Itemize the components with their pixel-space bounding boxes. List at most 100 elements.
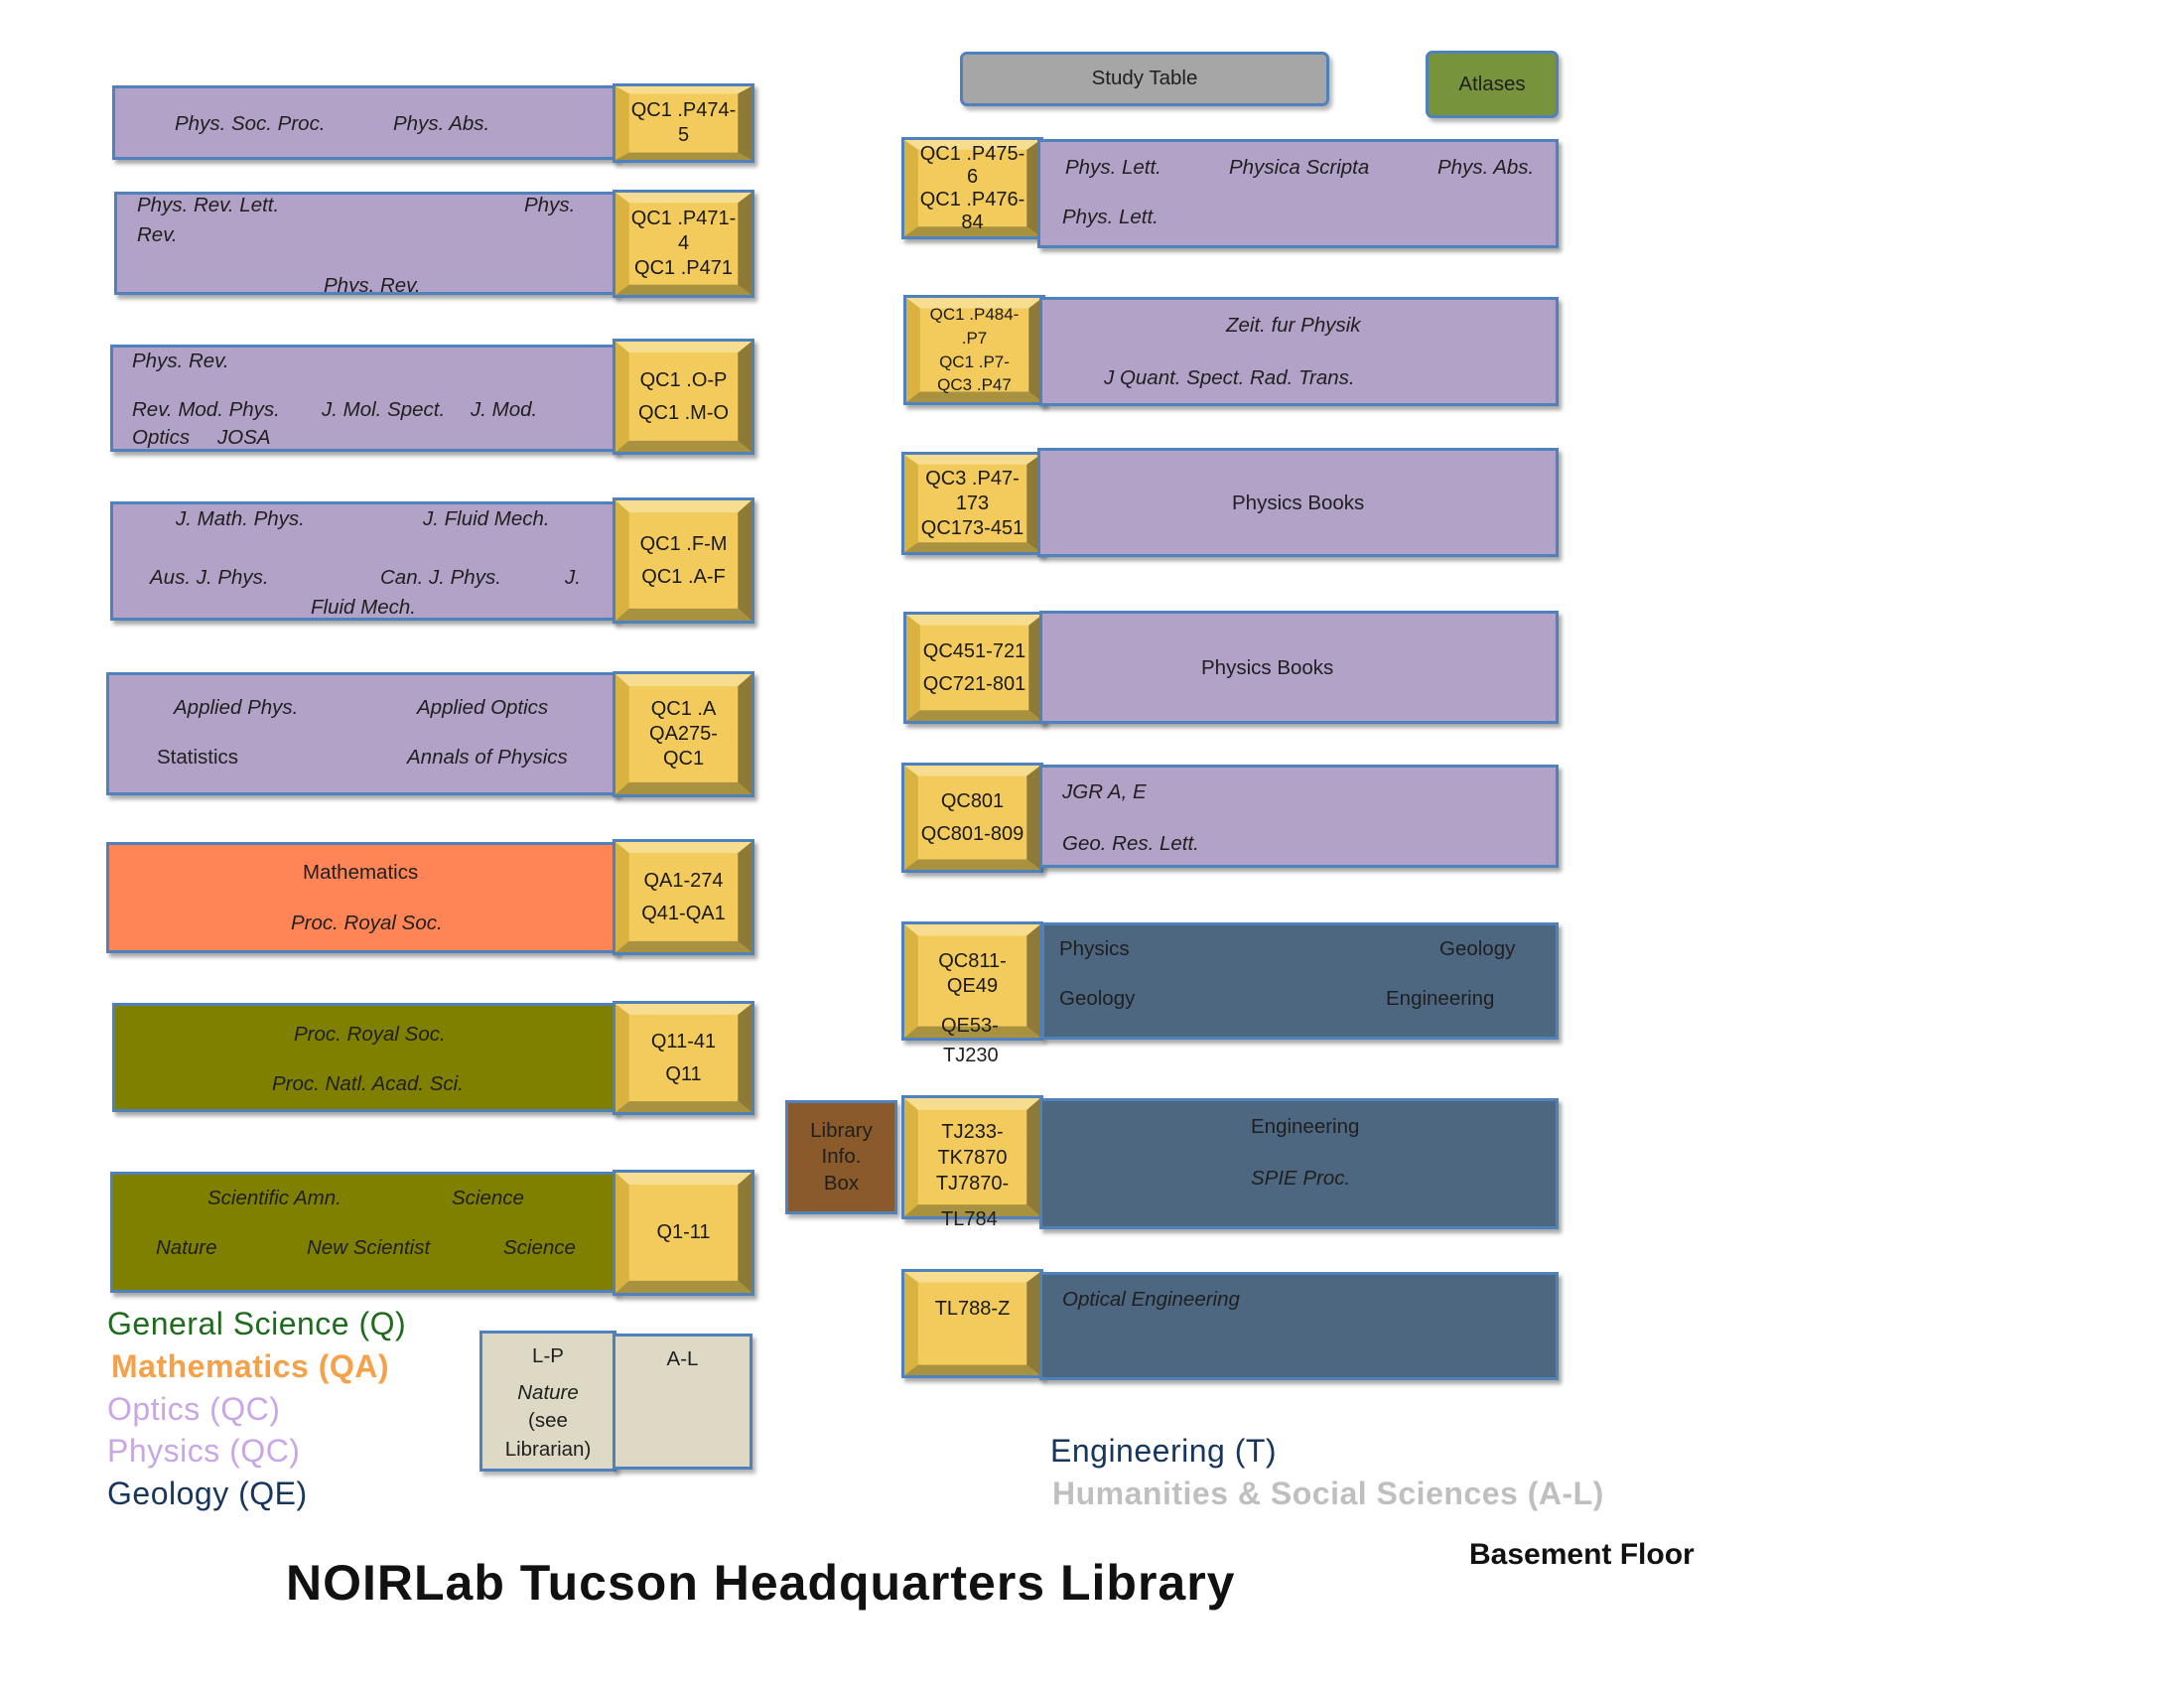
legend-humanities: Humanities & Social Sciences (A-L): [1052, 1476, 1604, 1511]
shelf-jgr: JGR A, E Geo. Res. Lett.: [1039, 765, 1559, 868]
legend-engineering: Engineering (T): [1050, 1433, 1278, 1469]
bevel-frame: [615, 1004, 751, 1112]
callnum-Q1-11: Q1-11: [613, 1170, 754, 1296]
callnum-text: QC1 .A: [650, 698, 717, 720]
callnum-text: QC801: [940, 789, 1005, 812]
label-physics-books: Physics Books: [1232, 492, 1365, 514]
callnum-text: QE49: [946, 975, 999, 997]
label-zeit-fur-physik: Zeit. fur Physik: [1226, 314, 1361, 337]
callnum-text: Q41-QA1: [641, 902, 726, 924]
callnum-text: QC1 .F-M: [639, 532, 728, 555]
label-phys-rev: Phys. Rev.: [132, 350, 229, 372]
shelf-physics-books-2: Physics Books: [1039, 611, 1559, 724]
shelf-physics-geology: Physics Geology Geology Engineering: [1041, 922, 1559, 1040]
shelf-humanities-al: A-L: [613, 1334, 752, 1470]
label-phys-abs: Phys. Abs.: [393, 112, 490, 135]
callnum-text: QC1 .M-O: [637, 401, 730, 424]
label-phys-rev-lett: Phys. Rev. Lett.: [137, 194, 280, 216]
shelf-phys-soc-proc: Phys. Soc. Proc. Phys. Abs.: [112, 85, 618, 160]
callnum-text: TL788-Z: [934, 1298, 1011, 1320]
shelf-phys-rev-lett: Phys. Rev. Lett. Phys. Rev. Phys. Rev.: [114, 192, 618, 295]
bevel-frame: [906, 615, 1042, 721]
label-annals-of-physics: Annals of Physics: [407, 746, 568, 769]
bevel-frame: [615, 1173, 751, 1293]
callnum-text: TJ7870-: [935, 1173, 1010, 1195]
label-nature: Nature: [517, 1380, 579, 1404]
label-rev: Rev.: [137, 223, 178, 246]
callnum-text: QA1-274: [643, 869, 724, 892]
label-librarian: Librarian): [504, 1437, 592, 1461]
legend-general-science: General Science (Q): [107, 1306, 407, 1341]
shelf-physics-books-1: Physics Books: [1037, 448, 1559, 557]
atlases: Atlases: [1426, 51, 1559, 118]
callnum-text: QC1 .P7-: [939, 352, 1010, 371]
shelf-scientific-amn: Scientific Amn. Science Nature New Scien…: [110, 1172, 618, 1293]
label-optics: Optics: [132, 426, 191, 449]
callnum-text: Q11: [665, 1062, 702, 1085]
callnum-text: QC1 .P475-: [919, 142, 1025, 165]
callnum-text: QC801-809: [920, 822, 1024, 845]
callnum-text: TJ233-: [941, 1121, 1004, 1143]
bevel-frame: [615, 842, 751, 952]
callnum-text: QC1 .P471-: [630, 208, 737, 229]
callnum-text: QA275-: [649, 723, 718, 745]
callnum-text: QC1: [662, 748, 705, 770]
info-box-line: Library: [810, 1118, 873, 1142]
callnum-text: 84: [961, 211, 984, 233]
bevel-frame: [615, 86, 751, 160]
bevel-frame: [904, 924, 1040, 1038]
shelf-phys-rev-journals: Phys. Rev. Rev. Mod. Phys. J. Mol. Spect…: [110, 345, 618, 452]
label-proc-natl-acad-sci: Proc. Natl. Acad. Sci.: [272, 1072, 464, 1095]
callnum-text: QC1 .P476-: [919, 188, 1025, 211]
label-j-fluid-mech: J. Fluid Mech.: [423, 507, 550, 530]
label-phys-soc-proc: Phys. Soc. Proc.: [175, 112, 326, 135]
label-aus-j-phys: Aus. J. Phys.: [150, 566, 269, 589]
callnum-TL788-Z: TL788-Z: [901, 1269, 1043, 1378]
shelf-engineering: Engineering SPIE Proc.: [1039, 1098, 1559, 1229]
label-geo-res-lett: Geo. Res. Lett.: [1062, 832, 1199, 855]
floor-label: Basement Floor: [1469, 1538, 1695, 1571]
label-rev-mod-phys: Rev. Mod. Phys.: [132, 398, 280, 421]
label-phys: Phys.: [524, 194, 576, 216]
label-applied-optics: Applied Optics: [417, 696, 549, 719]
callnum-text: 4: [677, 232, 690, 254]
callnum-text: QC811-: [938, 950, 1007, 972]
label-physics: Physics: [1059, 937, 1130, 960]
label-optical-engineering: Optical Engineering: [1062, 1288, 1240, 1311]
label-applied-phys: Applied Phys.: [174, 696, 299, 719]
callnum-text: QC721-801: [922, 672, 1026, 695]
bevel-frame: [904, 455, 1040, 552]
callnum-text: QC1 .O-P: [639, 368, 728, 391]
label-engineering: Engineering: [1386, 987, 1495, 1010]
callnum-QC1-A: QC1 .A QA275- QC1: [613, 671, 754, 797]
callnum-QC1-F-M: QC1 .F-M QC1 .A-F: [613, 497, 754, 624]
callnum-text: QC1 .A-F: [641, 565, 726, 588]
callnum-text: QC3 .P47: [937, 375, 1012, 395]
label-mathematics: Mathematics: [303, 861, 419, 884]
info-box-line: Box: [823, 1171, 860, 1195]
legend-physics: Physics (QC): [107, 1433, 301, 1469]
label-geology: Geology: [1439, 937, 1516, 960]
callnum-overflow: TJ230: [943, 1045, 999, 1066]
callnum-text: QC3 .P47-: [925, 467, 1020, 490]
bevel-frame: [615, 342, 751, 452]
bevel-frame: [904, 140, 1040, 236]
callnum-text: 173: [955, 492, 990, 514]
shelf-proc-royal-soc: Proc. Royal Soc. Proc. Natl. Acad. Sci.: [112, 1003, 618, 1112]
bevel-frame: [904, 766, 1040, 870]
label-j-quant-spect: J Quant. Spect. Rad. Trans.: [1104, 366, 1355, 389]
label-physica-scripta: Physica Scripta: [1229, 156, 1370, 179]
callnum-text: QC1 .P484-: [929, 304, 1020, 324]
label-phys-abs: Phys. Abs.: [1437, 156, 1535, 179]
atlases-label: Atlases: [1458, 71, 1526, 95]
callnum-text: Q11-41: [650, 1030, 717, 1053]
legend-optics: Optics (QC): [107, 1391, 281, 1427]
page-title: NOIRLab Tucson Headquarters Library: [286, 1555, 1236, 1611]
